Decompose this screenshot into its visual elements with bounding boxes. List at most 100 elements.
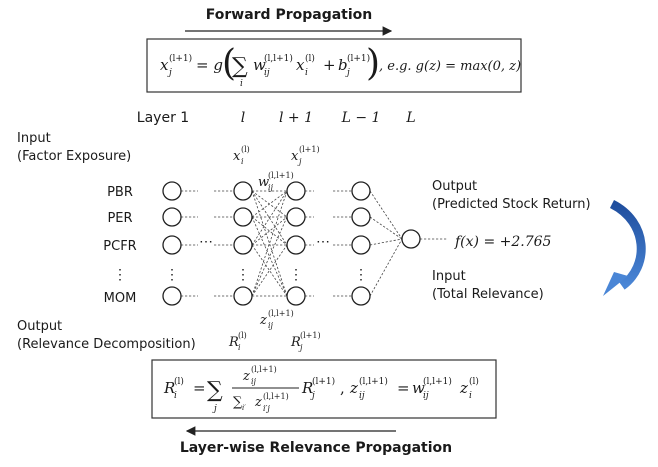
relevance-input-detail: (Total Relevance) [432,287,544,302]
formula-b-sub: j [345,68,350,78]
formula-example: , e.g. g(z) = max(0, z) [379,59,521,74]
formula-b: b [338,56,348,74]
node-layer-l-3 [233,286,253,306]
node-layer-L1-3 [351,286,371,306]
node-layer-l1-0 [286,181,306,201]
z-sub: ij [268,321,274,330]
bf-sum-sub: j [212,404,217,414]
layer-l-label: l [241,110,245,126]
vdots-labels: ⋮ [113,267,127,283]
bf-Rj-sub: j [310,391,315,401]
bf-sum: ∑ [207,378,223,403]
layer-1-label: Layer 1 [137,110,189,126]
fx-value: f(x) = +2.765 [454,234,552,250]
formula-xi-sub: i [305,68,308,78]
input-label-detail: (Factor Exposure) [17,149,131,164]
node-layer-L1-2 [351,235,371,255]
bf-R-sub: i [174,391,177,401]
x-l1-label: x [291,149,299,164]
input-label: Input [17,131,51,146]
r-l1-sup: (l+1) [300,331,321,340]
node-input-2 [162,235,182,255]
layer-l-plus-1-label: l + 1 [279,110,313,126]
node-layer-l-0 [233,181,253,201]
r-l-label: R [228,335,239,350]
vdots-layer-L1: ⋮ [354,267,368,283]
node-output-0 [401,229,421,249]
bf-den-sub: i′ [242,404,246,412]
node-layer-l1-2 [286,235,306,255]
edge-l-to-l1 [251,190,288,297]
input-mom: MOM [104,291,137,306]
bf-Rj: R [301,379,313,397]
bf-zi-sub: i [469,391,472,401]
forward-formula-box [146,38,522,93]
paren-open: ( [222,43,236,84]
edge-l-to-l1 [251,216,288,246]
bf-comma: , [340,379,345,397]
w-label: w [258,175,269,190]
forward-formula: x j (l+1) = g ( ∑ i w ij (l,l+1) x i (l)… [160,43,521,89]
bf-den-sum: ∑ [233,395,243,410]
x-l-label: x [233,149,241,164]
bf-den-z-sub: i′j [263,404,270,413]
paren-close: ) [366,43,380,84]
bf-eq2: = [397,379,410,397]
node-input-0 [162,181,182,201]
formula-xi: x [296,56,305,74]
formula-x-sup: (l+1) [169,53,192,64]
x-l-sub: i [241,157,244,166]
bf-num-z: z [242,369,250,384]
x-l1-sub: j [297,157,302,166]
node-input-3 [162,286,182,306]
formula-w-sub: ij [264,68,270,78]
vdots-layer-l: ⋮ [236,267,250,283]
formula-xi-sup: (l) [305,53,315,64]
formula-sum-sub: i [240,79,243,89]
formula-w-sup: (l,l+1) [264,53,293,64]
bf-eq: = [193,379,206,397]
bf-z2: z [349,379,358,397]
bf-den-z-sup: (l,l+1) [263,392,289,401]
output-label-detail: (Predicted Stock Return) [432,197,591,212]
bf-num-sub: ij [251,377,257,386]
network-edges [181,190,448,297]
bf-w: w [412,379,425,397]
node-layer-l-2 [233,235,253,255]
formula-x-sub: j [167,68,172,78]
formula-w: w [253,56,266,74]
edge-l-to-l1 [251,190,288,297]
formula-eq-g: = g [196,56,223,74]
bf-num-sup: (l,l+1) [251,365,277,374]
x-l1-sup: (l+1) [299,145,320,154]
formula-sum: ∑ [232,54,248,79]
edge-l-to-l1 [251,190,288,218]
bf-z2-sup: (l,l+1) [359,376,388,387]
layer-L-minus-1-label: L − 1 [341,110,381,126]
bf-zi: z [459,379,468,397]
forward-title: Forward Propagation [206,7,373,23]
formula-plus: + [323,56,336,74]
edge-to-output [369,190,403,240]
bf-w-sup: (l,l+1) [423,376,452,387]
relevance-input-label: Input [432,269,466,284]
vdots-input: ⋮ [165,267,179,283]
formula-x: x [160,56,169,74]
r-l-sup: (l) [238,331,247,340]
z-sup: (l,l+1) [268,309,294,318]
input-pcfr: PCFR [103,239,136,254]
node-layer-l-1 [233,207,253,227]
decomposition-label: Output [17,319,62,334]
w-sub: ij [268,183,274,192]
r-l-sub: i [238,343,241,352]
input-pbr: PBR [107,185,133,200]
backward-formula: R i (l) = ∑ j z ij (l,l+1) ∑ i′ z i′j (l… [163,365,479,414]
backward-formula-box [151,359,497,419]
r-l1-label: R [290,335,301,350]
node-layer-L1-0 [351,181,371,201]
bf-Rj-sup: (l+1) [312,376,335,387]
hdots-left: ⋯ [199,234,213,250]
edge-to-output [369,238,403,246]
